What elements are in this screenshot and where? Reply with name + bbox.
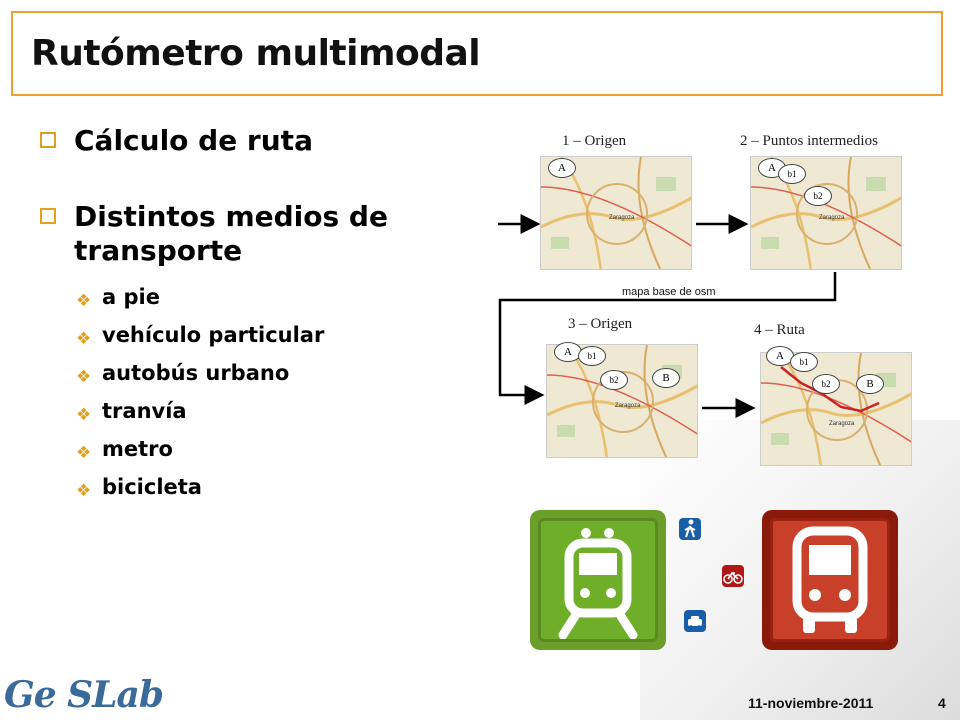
diamond-bullet-icon: ❖ xyxy=(76,329,92,349)
map-step-2: Zaragoza xyxy=(750,156,902,270)
step-label-1: 1 – Origen xyxy=(562,133,627,149)
bullet-calculo: Cálculo de ruta xyxy=(38,124,458,158)
bullet-medios: Distintos medios de transporte xyxy=(38,200,458,268)
sub-bullet-tranvia: ❖ tranvía xyxy=(76,398,458,425)
step-label-4: 4 – Ruta xyxy=(754,322,805,338)
sub-bullet-autobus: ❖ autobús urbano xyxy=(76,360,458,387)
pin-b1: b1 xyxy=(778,164,806,184)
pin-b2: b2 xyxy=(600,370,628,390)
pin-b1: b1 xyxy=(790,352,818,372)
svg-text:Zaragoza: Zaragoza xyxy=(615,403,641,409)
map-step-1: Zaragoza xyxy=(540,156,692,270)
square-bullet-icon xyxy=(40,208,56,224)
pin-a: A xyxy=(766,346,794,366)
sub-bullet-text: autobús urbano xyxy=(102,361,290,385)
step-label-2: 2 – Puntos intermedios xyxy=(740,133,878,149)
sub-bullet-text: bicicleta xyxy=(102,475,202,499)
bus-icon xyxy=(792,526,868,633)
diamond-bullet-icon: ❖ xyxy=(76,481,92,501)
slide-title: Rutómetro multimodal xyxy=(31,33,481,74)
bullet-list: Cálculo de ruta Distintos medios de tran… xyxy=(38,124,458,512)
pin-b: B xyxy=(652,368,680,388)
tram-icon xyxy=(558,528,638,640)
map-step-3: Zaragoza xyxy=(546,344,698,458)
page-number: 4 xyxy=(938,695,946,711)
bicycle-icon xyxy=(722,565,744,587)
square-bullet-icon xyxy=(40,132,56,148)
title-box: Rutómetro multimodal xyxy=(11,11,943,96)
route-line xyxy=(780,366,880,413)
osm-label: mapa base de osm xyxy=(622,286,716,298)
map-step-4: Zaragoza xyxy=(760,352,912,466)
pedestrian-icon xyxy=(679,518,701,540)
bullet-text: Distintos medios de transporte xyxy=(74,200,388,267)
pin-b2: b2 xyxy=(804,186,832,206)
bus-tile xyxy=(762,510,898,650)
sub-bullet-text: tranvía xyxy=(102,399,187,423)
pin-a: A xyxy=(548,158,576,178)
sub-bullet-text: a pie xyxy=(102,285,160,309)
svg-text:Zaragoza: Zaragoza xyxy=(819,215,845,221)
sub-bullet-pie: ❖ a pie xyxy=(76,284,458,311)
sub-bullet-text: vehículo particular xyxy=(102,323,325,347)
diagram-connectors xyxy=(498,214,837,418)
diamond-bullet-icon: ❖ xyxy=(76,367,92,387)
sub-bullet-vehiculo: ❖ vehículo particular xyxy=(76,322,458,349)
diamond-bullet-icon: ❖ xyxy=(76,291,92,311)
logo-text: Ge SLab xyxy=(4,674,164,716)
car-icon xyxy=(684,610,706,632)
footer-date: 11-noviembre-2011 xyxy=(748,695,874,711)
pin-b: B xyxy=(856,374,884,394)
sub-bullet-metro: ❖ metro xyxy=(76,436,458,463)
diamond-bullet-icon: ❖ xyxy=(76,443,92,463)
pin-b2: b2 xyxy=(812,374,840,394)
bullet-text: Cálculo de ruta xyxy=(74,124,313,157)
svg-text:Zaragoza: Zaragoza xyxy=(829,421,855,427)
geoslab-logo: Ge SLab xyxy=(4,674,164,716)
tram-tile xyxy=(530,510,666,650)
diamond-bullet-icon: ❖ xyxy=(76,405,92,425)
sub-bullet-bicicleta: ❖ bicicleta xyxy=(76,474,458,501)
map-city-text: Zaragoza xyxy=(609,215,635,221)
sub-bullet-text: metro xyxy=(102,437,173,461)
pin-b1: b1 xyxy=(578,346,606,366)
step-label-3: 3 – Origen xyxy=(568,316,633,332)
